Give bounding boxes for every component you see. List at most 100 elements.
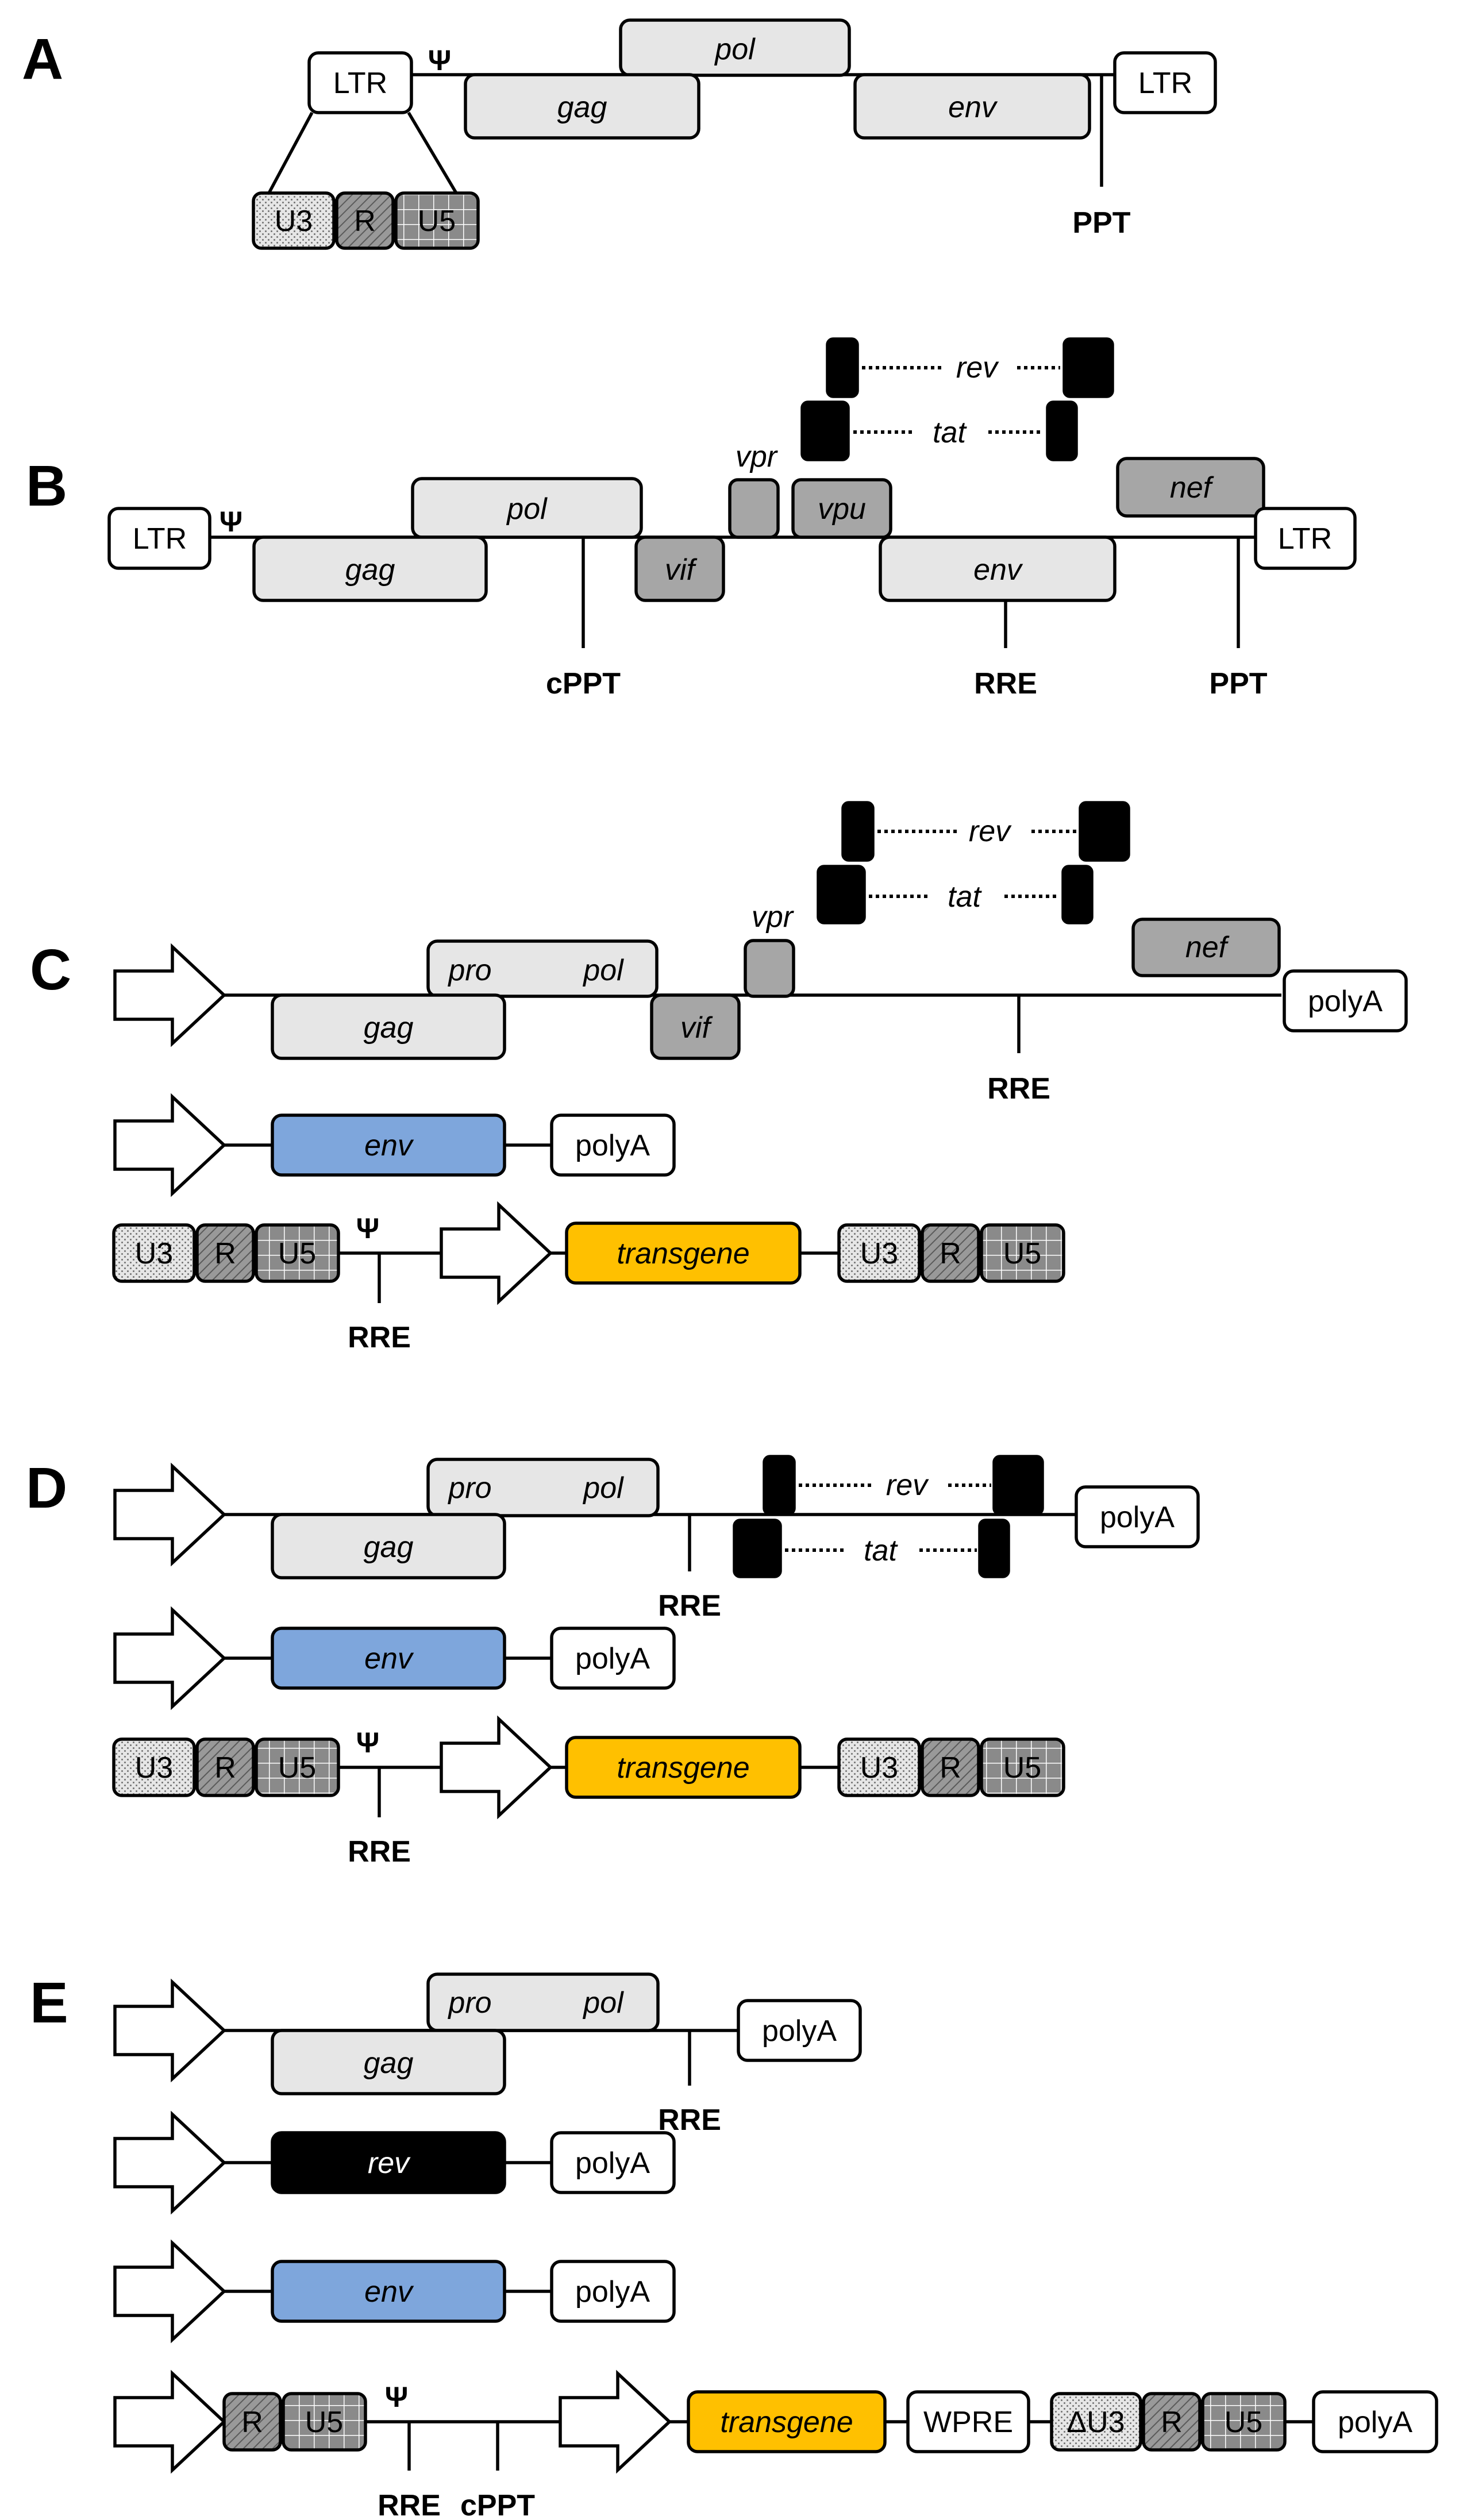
env-label: env (364, 1129, 414, 1162)
u5-label: U5 (1003, 1751, 1041, 1785)
tat-exon1-box (817, 865, 866, 924)
polya-box (550, 2131, 676, 2194)
gag-label: gag (364, 1011, 414, 1045)
polya-label: polyA (762, 2014, 837, 2048)
panel-c: C pro pol gag vif vpr nef RRE polyA rev … (30, 801, 1408, 1354)
r-label: R (940, 1751, 961, 1785)
rev-exon2-box (1062, 337, 1114, 398)
vpr-gene-box (744, 939, 795, 998)
promoter-arrow (440, 1715, 553, 1820)
transgene-label: transgene (617, 1751, 749, 1785)
u3-label: U3 (275, 205, 313, 238)
rre-label: RRE (658, 2103, 721, 2137)
ltr-right-label: LTR (1278, 522, 1332, 556)
nef-label: nef (1170, 471, 1214, 504)
ltr-left-box (107, 507, 211, 570)
delta-u3-box (1050, 2392, 1142, 2452)
psi-symbol: Ψ (428, 44, 451, 76)
rre-label: RRE (348, 1835, 411, 1868)
ltr-expansion-line-left (267, 111, 314, 194)
polya-label: polyA (1338, 2406, 1412, 2439)
rev-exon1-box (841, 801, 875, 862)
u5-label: U5 (1003, 1237, 1041, 1270)
ltr-left-box (307, 51, 413, 114)
r-box (195, 1223, 255, 1283)
pro-label: pro (447, 954, 491, 987)
pro-pol-gene-box (426, 939, 659, 998)
gag-gene-box (271, 2029, 506, 2095)
promoter-arrow (113, 2369, 227, 2474)
pol-label: pol (582, 954, 624, 987)
u3-label: U3 (135, 1751, 173, 1785)
u3-box (112, 1737, 196, 1797)
rev-label: rev (969, 815, 1012, 848)
gag-label: gag (345, 553, 395, 587)
panel-d: D pro pol gag RRE rev tat polyA env poly… (26, 1455, 1200, 1868)
r-box (335, 191, 395, 250)
rev-label: rev (886, 1469, 929, 1502)
psi-symbol: Ψ (385, 2381, 408, 2413)
nef-label: nef (1185, 931, 1230, 964)
r-label: R (1161, 2406, 1183, 2439)
polya-label: polyA (575, 2147, 650, 2180)
r-label: R (214, 1751, 236, 1785)
u3-box (837, 1737, 921, 1797)
polya-box (1075, 1485, 1200, 1548)
polya-label: polyA (575, 2275, 650, 2309)
pro-label: pro (447, 1471, 491, 1505)
promoter-arrow (559, 2369, 672, 2474)
polya-box (1312, 2390, 1438, 2453)
rre-label: RRE (658, 1589, 721, 1623)
vif-gene-box (634, 535, 725, 602)
pro-label: pro (447, 1986, 491, 2020)
rev-exon2-box (992, 1455, 1044, 1516)
promoter-arrow (113, 2239, 227, 2344)
vif-label: vif (665, 553, 698, 587)
tat-label: tat (933, 416, 967, 449)
psi-symbol: Ψ (356, 1212, 379, 1244)
vif-label: vif (680, 1011, 713, 1045)
pol-gene-box (411, 477, 643, 539)
ppt-label: PPT (1209, 667, 1267, 700)
ltr-left-label: LTR (133, 522, 187, 556)
promoter-arrow (113, 1978, 227, 2083)
panel-b: B LTR Ψ pol gag cPPT vif vpr vpu env RRE… (26, 337, 1357, 700)
env-gene-box (853, 73, 1091, 140)
nef-gene-box (1131, 918, 1281, 977)
tat-label: tat (864, 1534, 898, 1567)
env-label: env (948, 91, 998, 124)
rev-exon1-box (826, 337, 859, 398)
u5-box (980, 1223, 1065, 1283)
u3-box (112, 1223, 196, 1283)
pol-label: pol (506, 492, 548, 526)
rev-label: rev (368, 2147, 411, 2180)
tat-label: tat (948, 880, 982, 914)
ltr-right-box (1254, 507, 1357, 570)
promoter-arrow (113, 1462, 227, 1567)
promoter-arrow (440, 1201, 553, 1305)
gag-gene-box (271, 993, 506, 1060)
polya-box (1283, 969, 1408, 1032)
vpu-label: vpu (818, 492, 866, 526)
polya-label: polyA (575, 1129, 650, 1162)
panel-label-b: B (26, 454, 67, 518)
r-label: R (241, 2406, 263, 2439)
ltr-right-label: LTR (1138, 67, 1192, 100)
pro-pol-gene-box (426, 1458, 660, 1517)
polya-label: polyA (1100, 1501, 1175, 1534)
vpr-gene-box (728, 478, 780, 539)
promoter-arrow (113, 1093, 227, 1197)
u5-label: U5 (1225, 2406, 1262, 2439)
r-box (1142, 2392, 1202, 2452)
u5-label: U5 (305, 2406, 343, 2439)
tat-exon2-box (1061, 865, 1094, 924)
rev-exon2-box (1079, 801, 1130, 862)
gag-gene-box (464, 73, 700, 140)
ppt-label: PPT (1072, 206, 1130, 240)
polya-label: polyA (575, 1642, 650, 1675)
vpr-label: vpr (736, 440, 779, 473)
ltr-expansion-line-right (407, 111, 458, 194)
u3-label: U3 (860, 1751, 898, 1785)
env-label: env (364, 1642, 414, 1675)
rre-label: RRE (974, 667, 1037, 700)
